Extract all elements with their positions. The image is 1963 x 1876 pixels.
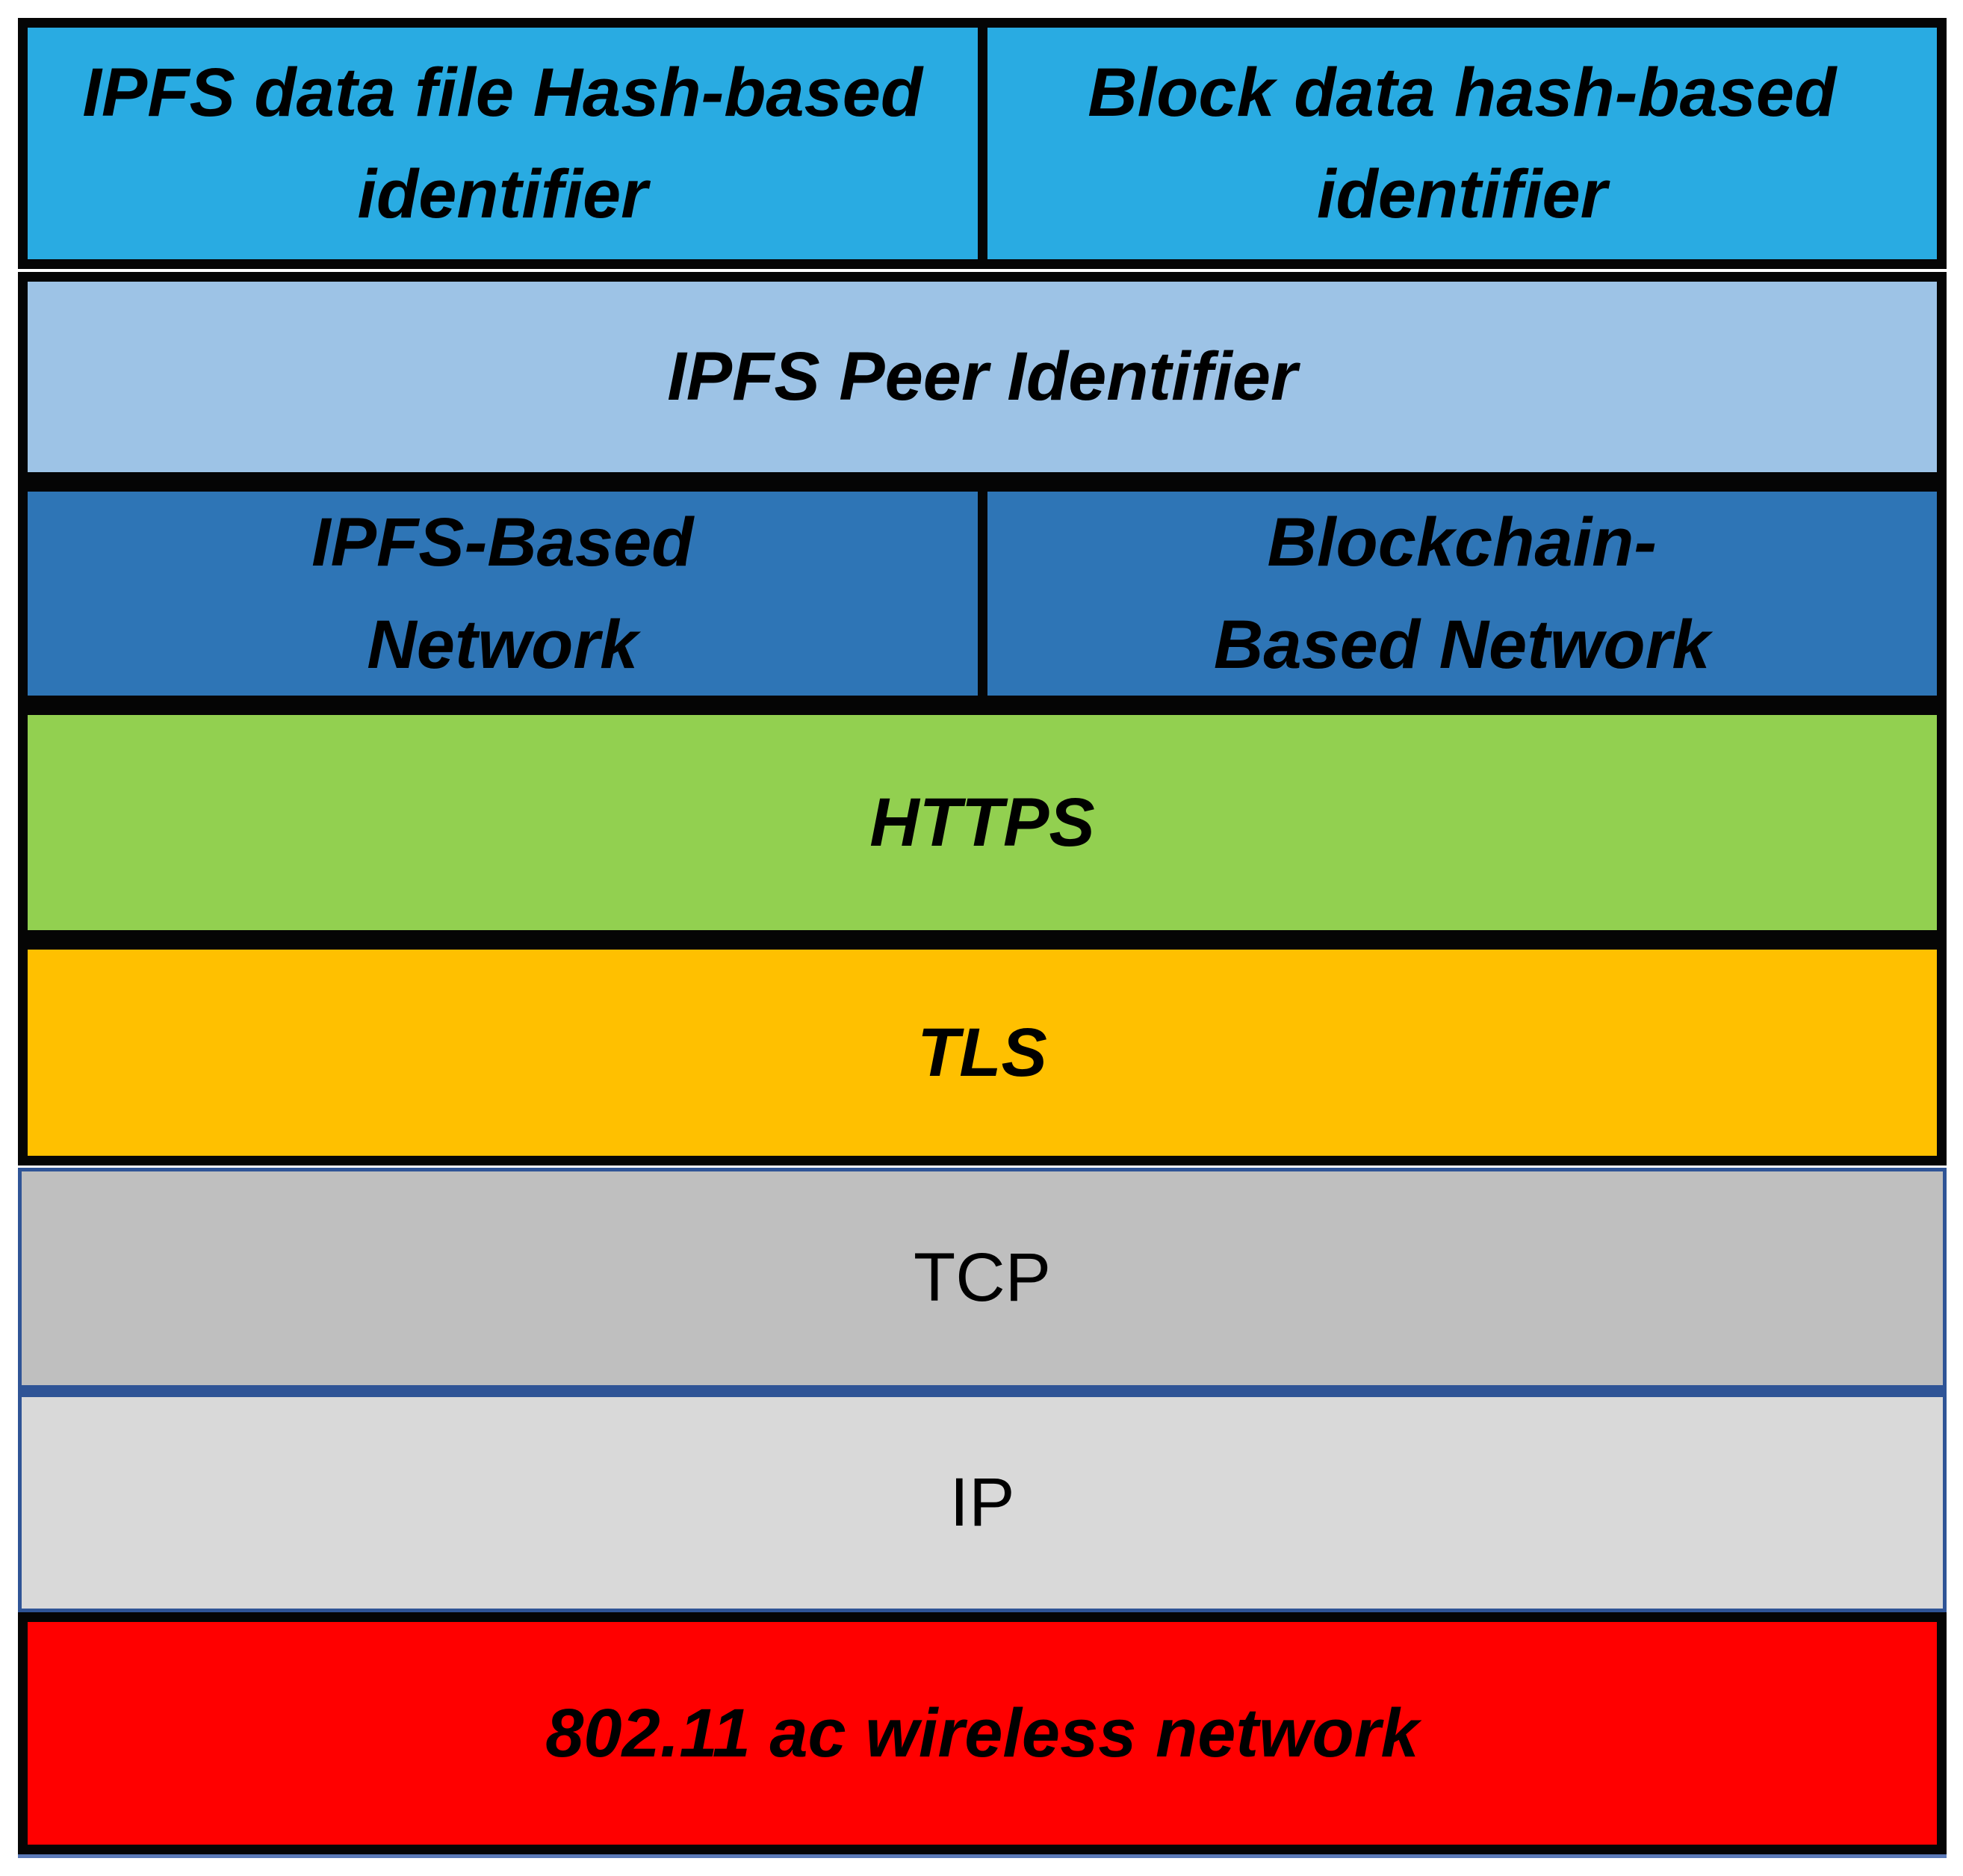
cell-label-line: IPFS-Based xyxy=(311,504,694,581)
cell-label-line: Based Network xyxy=(1213,606,1711,683)
layer-networks: IPFS-Based Network Blockchain- Based Net… xyxy=(18,482,1947,705)
cell-label-line: Network xyxy=(367,606,639,683)
cell-blockchain-based-network: Blockchain- Based Network xyxy=(977,492,1938,696)
cell-ipfs-based-network: IPFS-Based Network xyxy=(28,492,978,696)
cell-label-line: Block data hash-based xyxy=(1088,54,1837,131)
cell-label-line: Blockchain- xyxy=(1267,504,1657,581)
cell-label-line: IPFS data file Hash-based xyxy=(82,54,923,131)
layer-label: 802.11 ac wireless network xyxy=(545,1694,1419,1771)
cell-ipfs-file-hash-identifier: IPFS data file Hash-based identifier xyxy=(28,28,978,259)
layer-label: HTTPS xyxy=(869,784,1095,861)
layer-label: TCP xyxy=(914,1239,1051,1316)
layer-hash-identifiers: IPFS data file Hash-based identifier Blo… xyxy=(18,18,1947,269)
layer-ip: IP xyxy=(18,1389,1947,1612)
bottom-rule xyxy=(18,1854,1947,1858)
cell-label-line: identifier xyxy=(1317,156,1607,232)
layer-https: HTTPS xyxy=(18,705,1947,940)
layer-label: IPFS Peer Identifier xyxy=(667,338,1297,415)
cell-label-line: identifier xyxy=(357,156,648,232)
layer-label: TLS xyxy=(917,1014,1047,1091)
layer-wireless-network: 802.11 ac wireless network xyxy=(18,1612,1947,1854)
layer-ipfs-peer-identifier: IPFS Peer Identifier xyxy=(18,272,1947,482)
layer-tls: TLS xyxy=(18,940,1947,1165)
cell-block-data-hash-identifier: Block data hash-based identifier xyxy=(977,28,1938,259)
layer-label: IP xyxy=(949,1464,1015,1541)
layer-tcp: TCP xyxy=(18,1168,1947,1389)
